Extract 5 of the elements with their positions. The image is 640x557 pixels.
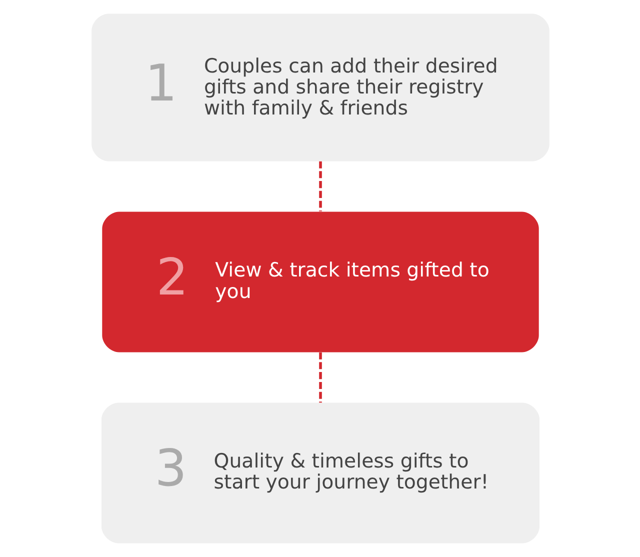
node-box: 3 Quality & timeless gifts to start your journey together! — [100, 402, 540, 544]
connector — [318, 161, 322, 212]
node-box: 2 View & track items gifted to you — [102, 212, 538, 352]
connector — [318, 352, 322, 403]
node-box: 1 Couples can add their desired gifts and share their registry with family & friends — [91, 14, 549, 162]
